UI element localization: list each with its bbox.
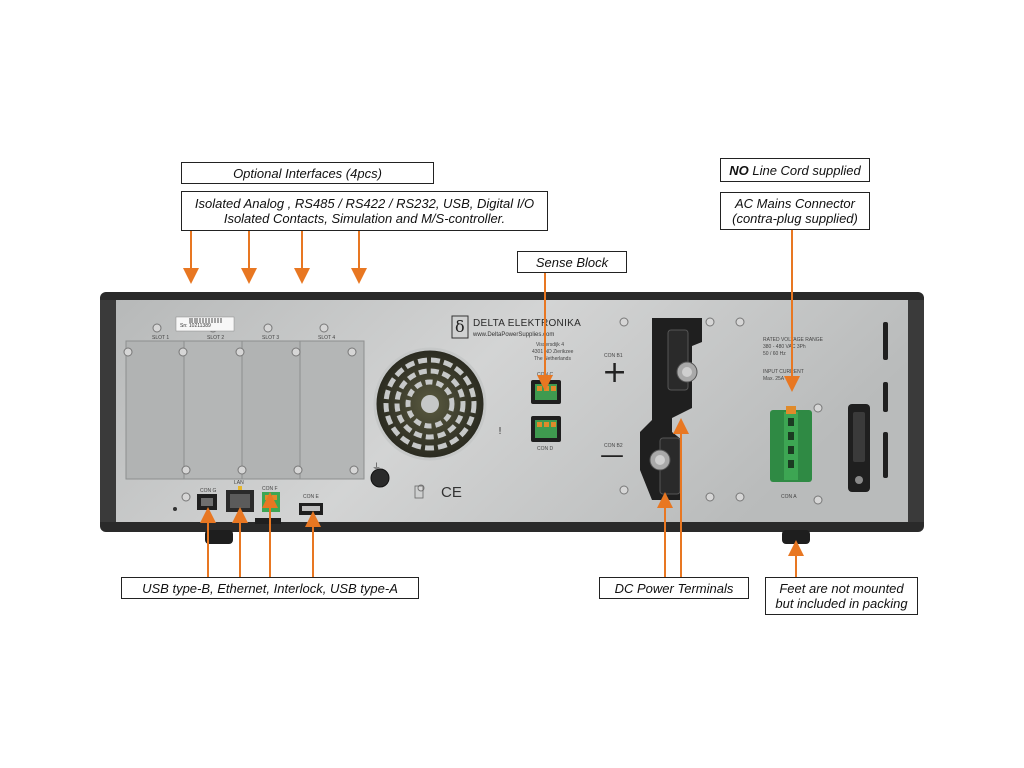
- brand-name: DELTA ELEKTRONIKA: [473, 318, 582, 329]
- no-line-cord-text: NO Line Cord supplied: [721, 163, 869, 178]
- sense-block-callout: Sense Block: [517, 251, 627, 273]
- lan-label: LAN: [234, 480, 244, 486]
- address-line-3: The Netherlands: [534, 356, 571, 362]
- rated-voltage-line-1: RATED VOLTAGE RANGE: [763, 337, 824, 343]
- usb-ethernet-callout: USB type-B, Ethernet, Interlock, USB typ…: [121, 577, 419, 599]
- foot-left: [205, 530, 233, 544]
- slot-4-label: SLOT 4: [318, 335, 336, 341]
- svg-text:!: !: [498, 426, 502, 437]
- interlock-connector: [262, 492, 280, 512]
- dc-power-terminals: [640, 318, 702, 500]
- slot-plate-1: [125, 340, 191, 480]
- address-line-1: Vissersdijk 4: [536, 342, 564, 348]
- ac-mains-line-1: AC Mains Connector: [735, 196, 855, 211]
- optional-interfaces-title-text: Optional Interfaces (4pcs): [233, 165, 382, 181]
- optional-interfaces-title: Optional Interfaces (4pcs): [181, 162, 434, 184]
- con-b2-label: CON B2: [604, 443, 623, 449]
- slot-plate-2: [183, 340, 249, 480]
- brand-symbol: δ: [455, 317, 465, 336]
- serial-number: Sn: 10211389: [180, 323, 211, 329]
- feet-line-1: Feet are not mounted: [779, 581, 904, 596]
- slot-2-label: SLOT 2: [207, 335, 225, 341]
- con-b1-label: CON B1: [604, 353, 623, 359]
- slot-plates: [125, 340, 365, 480]
- slot-1-label: SLOT 1: [152, 335, 170, 341]
- serial-sticker: [175, 316, 235, 332]
- optional-interfaces-line-2: Isolated Contacts, Simulation and M/S-co…: [223, 211, 506, 226]
- usb-b-port: [197, 494, 217, 510]
- input-current-line-1: INPUT CURRENT: [763, 369, 804, 375]
- fan-grille: [373, 347, 487, 461]
- con-g-label: CON G: [200, 488, 217, 494]
- rated-voltage-line-3: 50 / 60 Hz: [763, 351, 786, 357]
- ac-mains-line-2: (contra-plug supplied): [732, 211, 858, 226]
- sense-block-text: Sense Block: [535, 254, 609, 270]
- cable-clamp: [848, 404, 870, 492]
- ce-mark: CE: [441, 484, 462, 501]
- con-c-label: CON C: [537, 372, 554, 378]
- ac-mains-callout: AC Mains Connector (contra-plug supplied…: [720, 192, 870, 230]
- ethernet-port: [226, 486, 254, 512]
- usb-a-port: [299, 503, 323, 515]
- website: www.DeltaPowerSupplies.com: [473, 332, 555, 338]
- no-emphasis: NO: [729, 162, 749, 178]
- no-line-cord-callout: NO Line Cord supplied: [720, 158, 870, 182]
- dc-power-text: DC Power Terminals: [614, 580, 734, 596]
- con-f-label: CON F: [262, 486, 278, 492]
- usb-ethernet-text: USB type-B, Ethernet, Interlock, USB typ…: [142, 580, 398, 596]
- ac-mains-connector: [770, 406, 812, 482]
- slot-3-label: SLOT 3: [262, 335, 280, 341]
- slot-plate-4: [299, 340, 365, 480]
- address-line-2: 4301 ND Zierikzee: [532, 349, 574, 355]
- dc-power-callout: DC Power Terminals: [599, 577, 749, 599]
- con-a-label: CON A: [781, 494, 797, 500]
- rated-voltage-line-2: 380 - 480 VAC 3Ph: [763, 344, 806, 350]
- input-current-line-2: Max. 25A: [763, 376, 785, 382]
- plus-sign: +: [602, 355, 628, 390]
- feet-line-2: but included in packing: [775, 596, 908, 611]
- brand-logo-box: [451, 315, 469, 339]
- con-d-label: CON D: [537, 446, 554, 452]
- slot-plate-3: [241, 340, 307, 480]
- no-line-cord-rest: Line Cord supplied: [748, 162, 861, 178]
- con-e-label: CON E: [303, 494, 319, 500]
- optional-interfaces-desc: Isolated Analog , RS485 / RS422 / RS232,…: [181, 191, 548, 231]
- foot-right: [782, 530, 810, 544]
- svg-text:⏚: ⏚: [372, 462, 381, 473]
- minus-sign: —: [600, 441, 624, 469]
- feet-callout: Feet are not mounted but included in pac…: [765, 577, 918, 615]
- optional-interfaces-line-1: Isolated Analog , RS485 / RS422 / RS232,…: [194, 196, 535, 211]
